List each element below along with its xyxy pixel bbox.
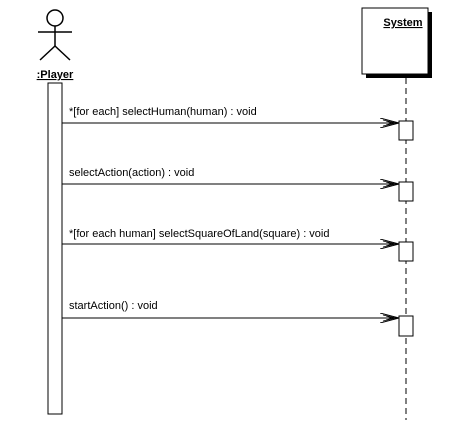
player-actor[interactable]: :Player — [37, 9, 74, 81]
message-3-label: *[for each human] selectSquareOfLand(squ… — [69, 228, 329, 240]
message-1-activation — [398, 120, 414, 141]
system-name: System — [383, 17, 422, 29]
message-2-activation — [398, 181, 414, 202]
player-activation-bar — [47, 82, 63, 415]
message-2[interactable]: selectAction(action) : void — [62, 167, 414, 202]
message-1[interactable]: *[for each] selectHuman(human) : void — [62, 106, 414, 141]
message-4-label: startAction() : void — [69, 300, 158, 312]
message-1-label: *[for each] selectHuman(human) : void — [69, 106, 257, 118]
message-3[interactable]: *[for each human] selectSquareOfLand(squ… — [62, 228, 414, 262]
actor-name: :Player — [37, 69, 74, 81]
system-object[interactable]: System — [361, 7, 432, 78]
system-box — [361, 7, 429, 75]
message-3-activation — [398, 241, 414, 262]
message-2-label: selectAction(action) : void — [69, 167, 194, 179]
message-4-activation — [398, 315, 414, 337]
message-4[interactable]: startAction() : void — [62, 300, 414, 337]
stick-figure-actor-icon — [38, 9, 72, 61]
